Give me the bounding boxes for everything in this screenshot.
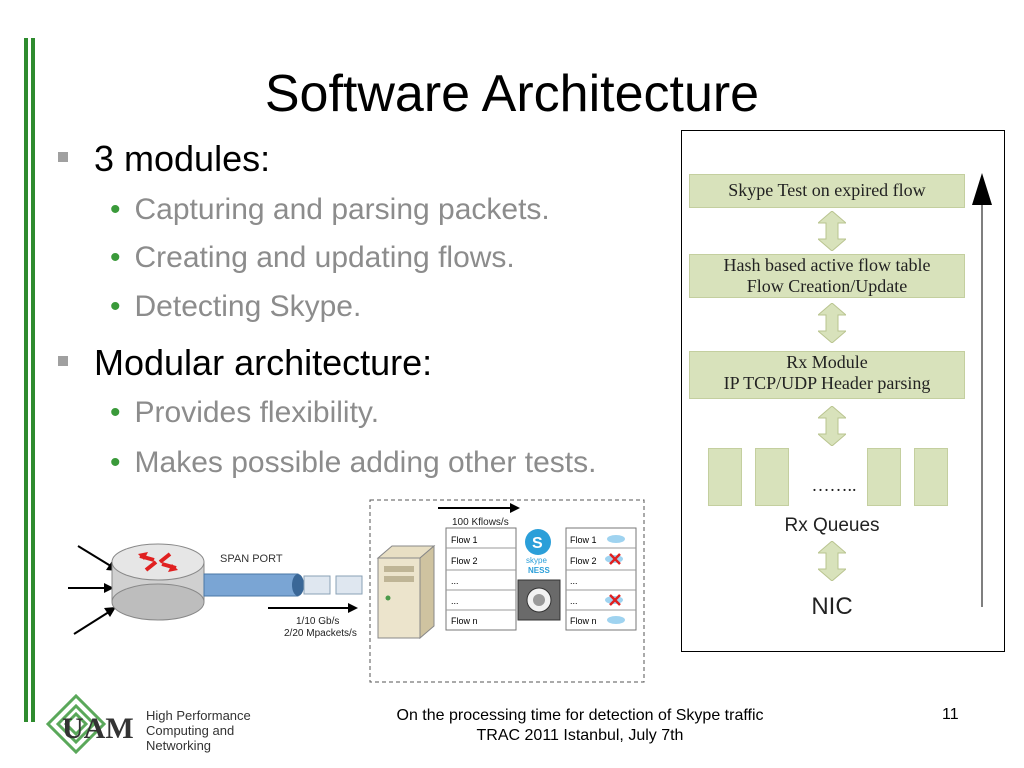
skype-logo-icon: S skype NESS bbox=[525, 529, 551, 575]
flow-table-right: Flow 1 Flow 2 ... ... Flow n bbox=[565, 527, 637, 631]
flow-label: Flow 1 bbox=[451, 535, 478, 545]
double-arrow-icon bbox=[816, 405, 848, 447]
slide-title: Software Architecture bbox=[264, 65, 760, 123]
network-diagram: SPAN PORT 1/10 Gb/s 2/20 Mpackets/s 100 … bbox=[68, 499, 645, 683]
footer-text: On the processing time for detection of … bbox=[290, 706, 870, 746]
flow-label: ... bbox=[570, 596, 578, 606]
server-icon bbox=[376, 544, 436, 640]
uam-logo-icon: UAM bbox=[45, 693, 134, 755]
dot-icon: • bbox=[110, 193, 121, 226]
double-arrow-icon bbox=[816, 540, 848, 582]
queue-dots: …….. bbox=[811, 475, 857, 495]
group-name-line: Computing and bbox=[146, 723, 235, 738]
bullet-modular: Modular architecture: bbox=[58, 342, 432, 384]
sub-bullet: • Creating and updating flows. bbox=[110, 240, 515, 276]
layer-label: Hash based active flow table bbox=[723, 255, 931, 275]
dashed-box bbox=[369, 499, 645, 683]
double-arrow-icon bbox=[816, 302, 848, 344]
square-bullet-icon bbox=[58, 152, 68, 163]
rx-queue bbox=[914, 448, 948, 506]
flow-table-left: Flow 1 Flow 2 ... ... Flow n bbox=[445, 527, 517, 631]
ness-label: NESS bbox=[528, 566, 550, 575]
bullet-text: Modular architecture: bbox=[94, 342, 433, 383]
packet-icon bbox=[335, 575, 363, 595]
uam-logo-text: UAM bbox=[62, 712, 134, 745]
decor-bar-1 bbox=[24, 38, 28, 722]
rate-label-1: 1/10 Gb/s bbox=[296, 616, 339, 627]
skype-label: skype bbox=[526, 556, 547, 565]
flow-label: ... bbox=[451, 596, 459, 606]
dot-icon: • bbox=[110, 241, 121, 274]
sub-bullet-text: Provides flexibility. bbox=[134, 396, 380, 429]
rx-queue bbox=[708, 448, 742, 506]
flow-label: Flow 1 bbox=[570, 535, 597, 545]
incoming-arrows-icon bbox=[68, 545, 118, 635]
footer-line: TRAC 2011 Istanbul, July 7th bbox=[476, 727, 684, 744]
layer-flow-table: Hash based active flow table Flow Creati… bbox=[689, 254, 965, 298]
page-number: 11 bbox=[942, 706, 959, 723]
layer-label: Flow Creation/Update bbox=[746, 276, 908, 296]
layer-skype-test: Skype Test on expired flow bbox=[689, 174, 965, 208]
sub-bullet: • Provides flexibility. bbox=[110, 395, 379, 431]
dot-icon: • bbox=[110, 290, 121, 323]
sub-bullet: • Capturing and parsing packets. bbox=[110, 192, 550, 228]
skype-mini-icon bbox=[607, 616, 625, 624]
decor-bar-2 bbox=[31, 38, 35, 722]
rate-arrow-head bbox=[348, 603, 358, 613]
rate-label-2: 2/20 Mpackets/s bbox=[284, 628, 357, 639]
rx-queue bbox=[867, 448, 901, 506]
layer-label: Rx Module bbox=[786, 352, 868, 372]
sub-bullet-text: Creating and updating flows. bbox=[134, 241, 515, 274]
kflows-label: 100 Kflows/s bbox=[452, 517, 509, 528]
sub-bullet-text: Detecting Skype. bbox=[134, 290, 362, 323]
sub-bullet-text: Makes possible adding other tests. bbox=[134, 446, 597, 479]
kflows-arrow-head bbox=[510, 503, 520, 513]
group-name-line: Networking bbox=[146, 738, 212, 753]
skype-mini-icon bbox=[607, 535, 625, 543]
router-icon bbox=[111, 543, 205, 621]
flow-label: Flow n bbox=[570, 616, 597, 626]
double-arrow-icon bbox=[816, 210, 848, 252]
bullet-text: 3 modules: bbox=[94, 138, 271, 179]
sub-bullet-text: Capturing and parsing packets. bbox=[134, 193, 550, 226]
footer-line: On the processing time for detection of … bbox=[396, 707, 764, 724]
dot-icon: • bbox=[110, 396, 121, 429]
group-name: High Performance Computing and Networkin… bbox=[146, 708, 251, 753]
up-arrow-icon bbox=[972, 173, 992, 607]
flow-label: ... bbox=[570, 576, 578, 586]
x-mark-icon bbox=[609, 594, 621, 606]
group-name-line: High Performance bbox=[146, 708, 251, 723]
layer-label: Skype Test on expired flow bbox=[728, 180, 926, 200]
nic-label: NIC bbox=[811, 593, 853, 620]
rx-queue bbox=[755, 448, 789, 506]
x-mark-icon bbox=[609, 553, 621, 565]
flow-label: Flow n bbox=[451, 616, 478, 626]
architecture-panel: Skype Test on expired flow Hash based ac… bbox=[681, 130, 1005, 652]
flow-label: Flow 2 bbox=[451, 556, 478, 566]
sub-bullet: • Makes possible adding other tests. bbox=[110, 445, 596, 481]
svg-text:S: S bbox=[532, 535, 543, 552]
packet-icon bbox=[303, 575, 331, 595]
sub-bullet: • Detecting Skype. bbox=[110, 289, 361, 325]
span-port-label: SPAN PORT bbox=[220, 553, 283, 565]
span-cable-icon bbox=[203, 573, 304, 597]
layer-rx-module: Rx Module IP TCP/UDP Header parsing bbox=[689, 351, 965, 399]
bullet-modules: 3 modules: bbox=[58, 138, 270, 180]
flow-label: ... bbox=[451, 576, 459, 586]
flow-label: Flow 2 bbox=[570, 556, 597, 566]
dot-icon: • bbox=[110, 446, 121, 479]
camera-icon bbox=[517, 579, 561, 621]
layer-label: IP TCP/UDP Header parsing bbox=[723, 373, 931, 393]
rx-queues-label: Rx Queues bbox=[784, 515, 880, 536]
square-bullet-icon bbox=[58, 356, 68, 367]
